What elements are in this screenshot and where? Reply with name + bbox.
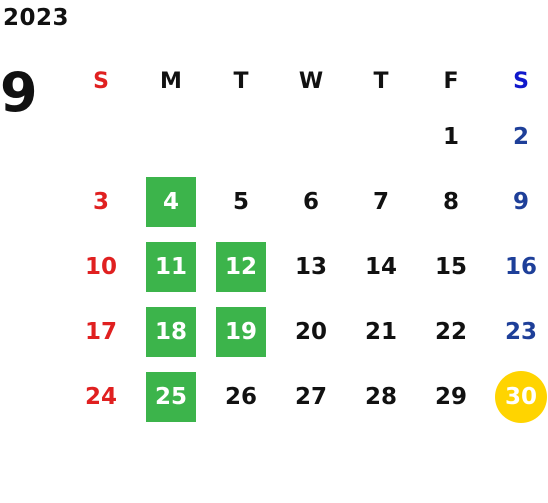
day-cell-highlighted[interactable]: 25: [146, 371, 196, 422]
day-cell[interactable]: 15: [434, 253, 467, 280]
day-cell[interactable]: 20: [294, 318, 327, 345]
day-cell[interactable]: 24: [84, 383, 117, 410]
day-cell[interactable]: 22: [434, 318, 467, 345]
day-cell[interactable]: 8: [442, 188, 459, 215]
day-cell-today[interactable]: 30: [495, 370, 547, 423]
weekday-header-tue: T: [233, 68, 249, 94]
day-cell[interactable]: 7: [372, 188, 389, 215]
day-cell[interactable]: 27: [294, 383, 327, 410]
day-cell[interactable]: 28: [364, 383, 397, 410]
weekday-header-thu: T: [373, 68, 389, 94]
day-cell[interactable]: 14: [364, 253, 397, 280]
empty-cell: [206, 104, 276, 169]
day-cell[interactable]: 1: [442, 123, 459, 150]
day-cell[interactable]: 10: [84, 253, 117, 280]
day-cell[interactable]: 23: [504, 318, 537, 345]
day-cell-highlighted[interactable]: 11: [146, 241, 196, 292]
weekday-header-sun: S: [93, 68, 109, 94]
weekday-header-wed: W: [298, 68, 324, 94]
calendar-year: 2023: [3, 5, 70, 31]
weekday-header-fri: F: [443, 68, 459, 94]
day-cell-highlighted[interactable]: 12: [216, 241, 266, 292]
empty-cell: [346, 104, 416, 169]
day-cell[interactable]: 17: [84, 318, 117, 345]
day-cell[interactable]: 3: [92, 188, 109, 215]
day-cell-highlighted[interactable]: 18: [146, 306, 196, 357]
day-cell-highlighted[interactable]: 4: [146, 176, 196, 227]
day-cell[interactable]: 5: [232, 188, 249, 215]
day-cell[interactable]: 9: [512, 188, 529, 215]
weekday-header-mon: M: [160, 68, 182, 94]
day-cell[interactable]: 6: [302, 188, 319, 215]
day-cell[interactable]: 26: [224, 383, 257, 410]
day-cell[interactable]: 21: [364, 318, 397, 345]
weekday-header-sat: S: [513, 68, 529, 94]
day-cell-highlighted[interactable]: 19: [216, 306, 266, 357]
empty-cell: [136, 104, 206, 169]
empty-cell: [66, 104, 136, 169]
day-cell[interactable]: 2: [512, 123, 529, 150]
day-cell[interactable]: 29: [434, 383, 467, 410]
day-cell[interactable]: 16: [504, 253, 537, 280]
empty-cell: [276, 104, 346, 169]
calendar-month: 9: [0, 61, 38, 124]
day-cell[interactable]: 13: [294, 253, 327, 280]
calendar-grid: S M T W T F S 1 2 3 4 5 6 7 8 9 10 11 12…: [66, 58, 548, 429]
